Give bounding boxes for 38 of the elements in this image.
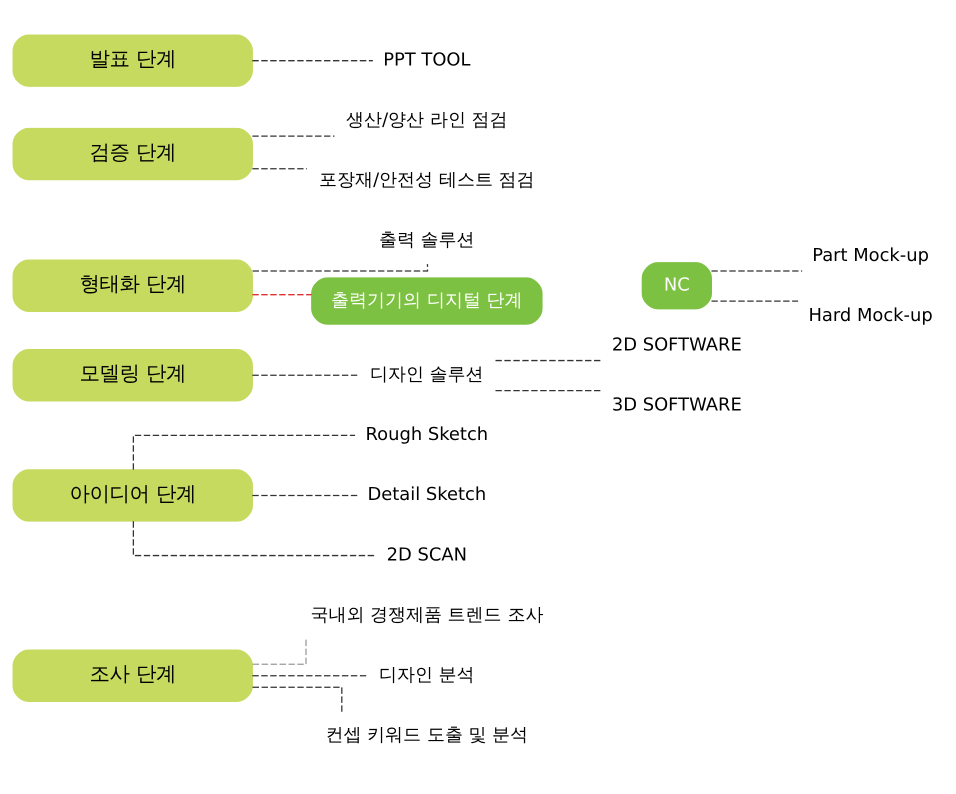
node-text: Hard Mock-up (808, 305, 933, 326)
node-box: 발표 단계 (12, 34, 253, 87)
node-box: 출력기기의 디지털 단계 (311, 277, 543, 325)
node-text: PPT TOOL (383, 49, 470, 70)
node-box: 모델링 단계 (12, 349, 253, 402)
connector (252, 136, 334, 137)
connector (132, 434, 356, 470)
node-text: 3D SOFTWARE (612, 394, 742, 416)
node-text: Rough Sketch (366, 424, 488, 446)
node-box: NC (642, 262, 712, 310)
node-text: 2D SOFTWARE (612, 334, 742, 356)
node-text: Detail Sketch (368, 484, 486, 506)
node-text: 디자인 분석 (379, 664, 475, 686)
connector (496, 390, 602, 392)
node-text: Part Mock-up (812, 245, 929, 266)
node-box: 아이디어 단계 (12, 469, 253, 522)
node-box: 조사 단계 (12, 650, 253, 702)
node-box: 형태화 단계 (12, 260, 253, 312)
connector (252, 60, 373, 62)
connector (711, 300, 798, 302)
node-text: 컨셉 키워드 도출 및 분석 (325, 724, 528, 746)
connector (132, 521, 376, 556)
node-text: 디자인 솔루션 (370, 364, 484, 385)
connector (496, 360, 602, 362)
connector (711, 270, 802, 272)
connector (252, 294, 312, 296)
connector (252, 494, 358, 496)
connector (252, 675, 368, 676)
connector (252, 374, 358, 376)
connector (252, 638, 307, 665)
connector (252, 686, 342, 713)
node-text: 2D SCAN (386, 544, 468, 566)
node-text: 포장재/안전성 테스트 점검 (319, 170, 535, 191)
node-box: 검증 단계 (12, 128, 253, 180)
connector (252, 168, 307, 170)
node-text: 출력 솔루션 (379, 230, 475, 251)
node-text: 국내외 경쟁제품 트렌드 조사 (310, 604, 544, 626)
node-text: 생산/양산 라인 점검 (346, 110, 508, 131)
